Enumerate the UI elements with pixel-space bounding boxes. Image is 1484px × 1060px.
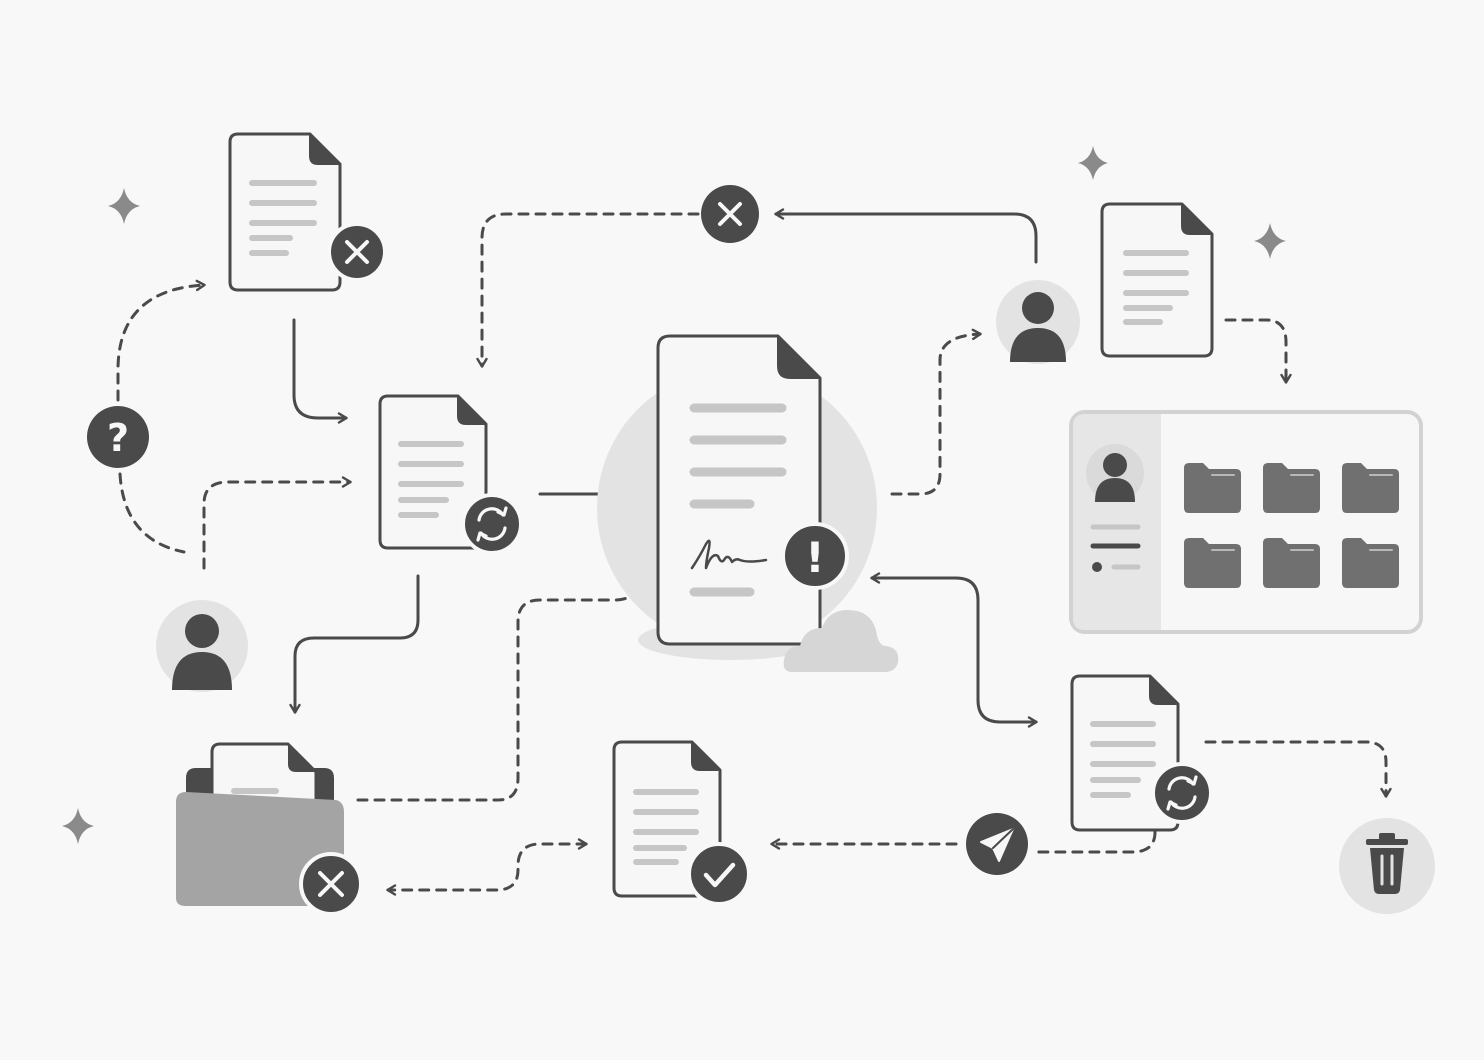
reject-badge bbox=[327, 222, 387, 282]
document-fold bbox=[691, 741, 721, 771]
folder-rejected[interactable] bbox=[176, 742, 363, 916]
user-left[interactable] bbox=[156, 600, 248, 692]
document-text-lines bbox=[249, 180, 317, 256]
sparkle-icon bbox=[1078, 146, 1108, 180]
folder-reject-badge bbox=[299, 852, 363, 916]
document-text-lines bbox=[633, 789, 699, 865]
question-node[interactable]: ? bbox=[87, 406, 149, 468]
folder-icon[interactable] bbox=[1342, 463, 1399, 513]
document-syncing-bottom-right[interactable] bbox=[1070, 674, 1213, 832]
close-icon bbox=[718, 202, 742, 226]
send-node[interactable] bbox=[966, 813, 1028, 875]
document-fold bbox=[1181, 203, 1213, 235]
user-right[interactable] bbox=[996, 280, 1080, 364]
edge-central-to-doc-bottom-right bbox=[870, 572, 1038, 728]
edge-doc-top-left-to-doc-mid-left bbox=[292, 318, 348, 424]
edge-user-left-to-doc-mid-left bbox=[202, 476, 352, 570]
sync-icon bbox=[476, 506, 508, 542]
question-icon: ? bbox=[107, 416, 129, 460]
central-exclamation-badge: ! bbox=[781, 522, 849, 590]
folder-icon[interactable] bbox=[1263, 538, 1320, 588]
document-text-lines bbox=[689, 403, 787, 597]
document-rejected-top-left[interactable] bbox=[228, 132, 387, 292]
folder-icon[interactable] bbox=[1184, 538, 1241, 588]
user-folders-panel[interactable] bbox=[1069, 410, 1423, 634]
edge-doc-top-right-to-panel bbox=[1224, 318, 1292, 384]
reject-node[interactable] bbox=[701, 185, 759, 243]
edge-question-to-user-left bbox=[118, 472, 186, 554]
sparkle-icon bbox=[62, 808, 94, 844]
folder-icon[interactable] bbox=[1184, 463, 1241, 513]
document-fold bbox=[457, 395, 487, 425]
sync-badge bbox=[1151, 762, 1213, 824]
edge-doc-bottom-mid-to-folder bbox=[386, 838, 588, 896]
sync-icon bbox=[1166, 775, 1198, 811]
document-fold bbox=[288, 744, 316, 772]
signature-icon bbox=[690, 539, 768, 570]
approved-badge bbox=[687, 842, 751, 906]
edge-user-right-to-reject-node bbox=[774, 208, 1038, 264]
folder-grid-tabs bbox=[1211, 474, 1393, 551]
sidebar-lines bbox=[1090, 524, 1141, 570]
sync-badge bbox=[461, 493, 523, 555]
send-icon bbox=[980, 828, 1014, 862]
central-document[interactable] bbox=[656, 334, 822, 646]
edge-question-to-doc-top-left bbox=[116, 279, 206, 402]
document-fold bbox=[777, 335, 821, 379]
edge-folder-to-central bbox=[356, 582, 638, 802]
sidebar-bullet bbox=[1092, 562, 1102, 572]
document-text-lines bbox=[1123, 250, 1189, 325]
exclamation-icon: ! bbox=[805, 533, 824, 582]
folder-icon[interactable] bbox=[1263, 463, 1320, 513]
connectors bbox=[289, 208, 1038, 728]
cloud-icon bbox=[783, 610, 899, 672]
user-icon bbox=[1095, 453, 1135, 502]
document-syncing-mid-left[interactable] bbox=[378, 394, 523, 555]
document-text-lines bbox=[398, 441, 464, 518]
edge-doc-mid-left-to-folder bbox=[289, 574, 420, 714]
document-fold bbox=[309, 133, 341, 165]
dashed-connectors bbox=[116, 212, 1392, 896]
sparkle-icon bbox=[1254, 223, 1286, 259]
edge-doc-bottom-right-to-trash bbox=[1204, 740, 1392, 798]
user-icon bbox=[172, 614, 232, 690]
edge-central-to-user-right bbox=[890, 328, 982, 496]
document-text-lines bbox=[1090, 721, 1156, 798]
sparkle-icon bbox=[108, 188, 140, 224]
document-body bbox=[1100, 202, 1214, 358]
central-signed-document-group: ! bbox=[597, 334, 899, 672]
edge-doc-bottom-right-to-send bbox=[1034, 830, 1157, 854]
close-icon bbox=[318, 871, 344, 897]
document-fold bbox=[1149, 675, 1179, 705]
document-top-right[interactable] bbox=[1100, 202, 1214, 358]
user-icon bbox=[1010, 292, 1066, 362]
close-icon bbox=[345, 240, 369, 264]
checkmark-icon bbox=[703, 862, 736, 888]
trash-icon bbox=[1366, 833, 1408, 894]
edge-reject-node-to-doc-mid-left bbox=[476, 212, 700, 368]
document-approved-bottom-mid[interactable] bbox=[612, 740, 751, 906]
folder-icon[interactable] bbox=[1342, 538, 1399, 588]
sparkles bbox=[62, 146, 1286, 844]
trash-node[interactable] bbox=[1339, 818, 1435, 914]
